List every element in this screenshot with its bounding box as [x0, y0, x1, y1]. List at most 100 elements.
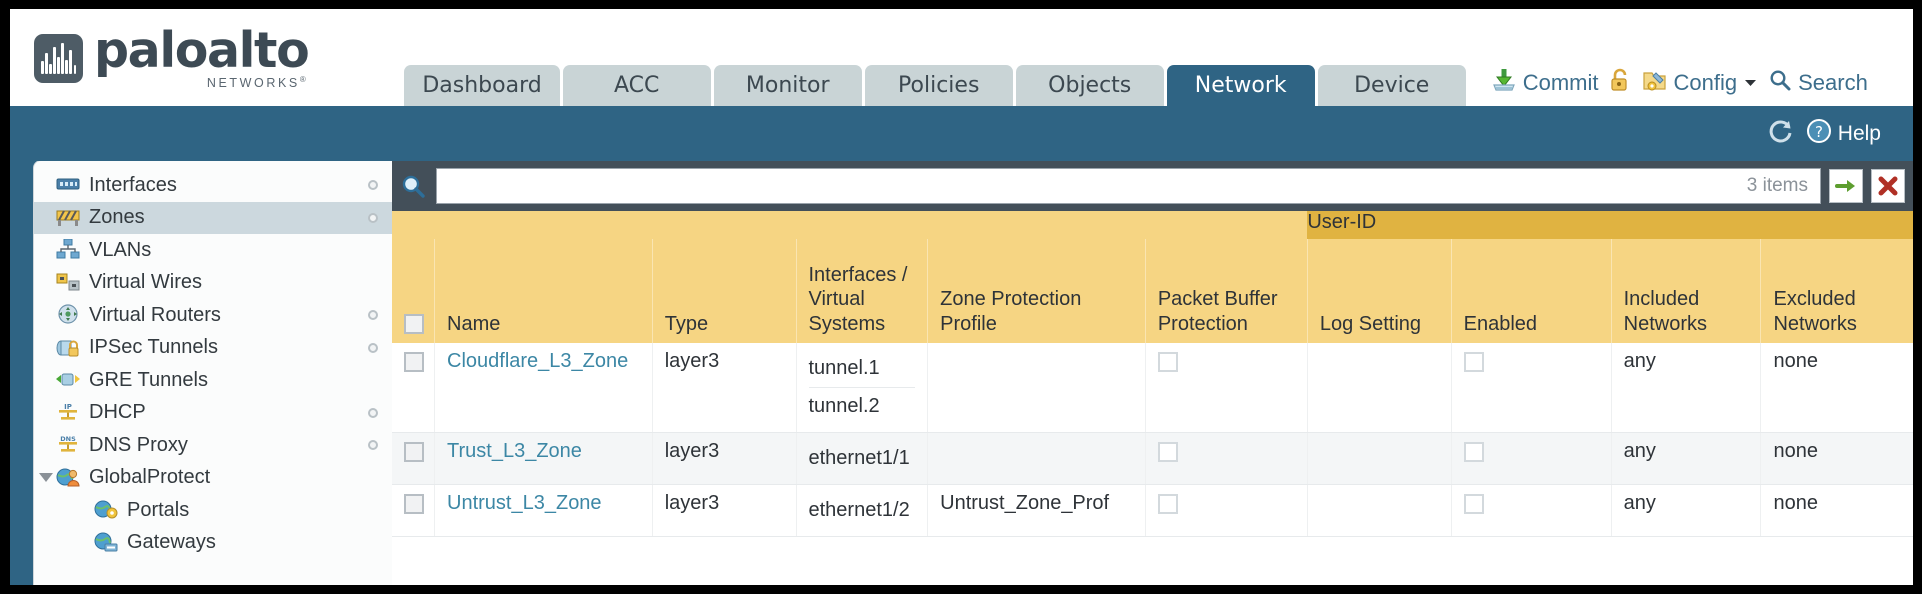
tab-policies[interactable]: Policies: [864, 65, 1013, 106]
expand-collapse-triangle-icon[interactable]: [39, 472, 53, 482]
cell-packet-buffer-protection[interactable]: [1145, 432, 1308, 485]
tab-monitor[interactable]: Monitor: [713, 65, 862, 106]
sidebar-item-virtual-wires[interactable]: Virtual Wires: [34, 267, 392, 300]
tab-acc[interactable]: ACC: [562, 65, 711, 106]
tab-device[interactable]: Device: [1317, 65, 1466, 106]
svg-text:IP: IP: [64, 403, 72, 411]
cell-packet-buffer-protection[interactable]: [1145, 343, 1308, 433]
tab-network[interactable]: Network: [1166, 65, 1315, 106]
commit-button[interactable]: Commit: [1491, 67, 1599, 99]
sidebar-item-virtual-routers[interactable]: Virtual Routers: [34, 299, 392, 332]
sidebar-item-globalprotect[interactable]: GlobalProtect: [34, 462, 392, 495]
filter-toolbar: 3 items: [392, 161, 1913, 211]
help-question-icon: ?: [1806, 118, 1832, 150]
cell-log-setting: [1307, 343, 1452, 433]
status-dot: [368, 440, 378, 450]
packet-buffer-protection-checkbox[interactable]: [1157, 441, 1178, 462]
packet-buffer-protection-checkbox[interactable]: [1157, 351, 1178, 372]
table-row[interactable]: Trust_L3_Zone layer3 ethernet1/1: [392, 432, 1913, 485]
sidebar-item-gateways[interactable]: Gateways: [34, 527, 392, 560]
sidebar-item-dhcp[interactable]: IP DHCP: [34, 397, 392, 430]
row-checkbox[interactable]: [404, 493, 424, 514]
cell-excluded-networks: none: [1760, 484, 1913, 537]
filter-search-box[interactable]: 3 items: [436, 168, 1821, 204]
config-wrench-icon: [1642, 67, 1668, 99]
row-checkbox[interactable]: [404, 441, 424, 462]
globalprotect-icon: [56, 467, 80, 489]
cell-included-networks: any: [1611, 484, 1762, 537]
interface-entry: ethernet1/1: [808, 447, 910, 469]
brand-logo[interactable]: paloalto NETWORKS®: [10, 22, 310, 106]
help-button[interactable]: ? Help: [1806, 118, 1881, 150]
refresh-icon[interactable]: [1767, 118, 1794, 150]
row-select-checkbox-cell[interactable]: [392, 432, 436, 485]
zone-name-link[interactable]: Trust_L3_Zone: [447, 440, 582, 462]
sidebar-item-label: Zones: [89, 206, 145, 229]
clear-filter-button[interactable]: [1871, 169, 1905, 203]
config-menu-button[interactable]: Config: [1642, 67, 1759, 99]
zone-name-link[interactable]: Untrust_L3_Zone: [447, 492, 602, 514]
zones-table-container: User-ID Name Type Interfaces / Virtual S…: [392, 211, 1913, 585]
zones-table-body: Cloudflare_L3_Zone layer3 tunnel.1 tunne…: [392, 343, 1913, 537]
cell-excluded-networks: none: [1760, 432, 1913, 485]
cell-zone-type: layer3: [652, 432, 797, 485]
column-header-log-setting[interactable]: Log Setting: [1307, 239, 1452, 343]
userid-enabled-checkbox[interactable]: [1463, 351, 1484, 372]
cell-packet-buffer-protection[interactable]: [1145, 484, 1308, 537]
group-header-userid: User-ID: [1307, 211, 1913, 239]
interface-entry: tunnel.1: [808, 350, 916, 388]
cell-zone-type: layer3: [652, 484, 797, 537]
packet-buffer-protection-checkbox[interactable]: [1157, 493, 1178, 514]
column-header-interfaces[interactable]: Interfaces / Virtual Systems: [796, 239, 929, 343]
filter-magnifier-icon[interactable]: [398, 173, 428, 199]
column-header-type[interactable]: Type: [652, 239, 797, 343]
cell-userid-enabled[interactable]: [1451, 484, 1612, 537]
sidebar-item-label: GlobalProtect: [89, 466, 211, 489]
cell-userid-enabled[interactable]: [1451, 343, 1612, 433]
brand-name: paloalto: [94, 22, 310, 80]
column-header-zone-protection-profile[interactable]: Zone Protection Profile: [927, 239, 1146, 343]
sidebar-item-dns-proxy[interactable]: DNS DNS Proxy: [34, 429, 392, 462]
cell-userid-enabled[interactable]: [1451, 432, 1612, 485]
row-select-checkbox-cell[interactable]: [392, 343, 436, 433]
zone-name-link[interactable]: Cloudflare_L3_Zone: [447, 350, 629, 372]
cell-zone-name[interactable]: Cloudflare_L3_Zone: [434, 343, 653, 433]
column-header-packet-buffer-protection[interactable]: Packet Buffer Protection: [1145, 239, 1308, 343]
column-header-enabled[interactable]: Enabled: [1451, 239, 1612, 343]
column-header-name[interactable]: Name: [434, 239, 653, 343]
sidebar-item-gre-tunnels[interactable]: GRE Tunnels: [34, 364, 392, 397]
cell-included-networks: any: [1611, 432, 1762, 485]
select-all-checkbox[interactable]: [404, 314, 424, 335]
column-header-included-networks[interactable]: Included Networks: [1611, 239, 1762, 343]
search-input[interactable]: [449, 175, 1737, 197]
group-header-spacer: [392, 211, 1308, 239]
column-header-excluded-networks[interactable]: Excluded Networks: [1760, 239, 1913, 343]
userid-enabled-checkbox[interactable]: [1463, 493, 1484, 514]
apply-filter-button[interactable]: [1829, 169, 1863, 203]
tab-objects[interactable]: Objects: [1015, 65, 1164, 106]
sidebar-item-interfaces[interactable]: Interfaces: [34, 169, 392, 202]
select-all-checkbox-cell[interactable]: [392, 239, 436, 343]
sidebar-item-vlans[interactable]: VLANs: [34, 234, 392, 267]
row-checkbox[interactable]: [404, 351, 424, 372]
cell-zone-name[interactable]: Trust_L3_Zone: [434, 432, 653, 485]
tab-dashboard[interactable]: Dashboard: [404, 65, 560, 106]
search-button[interactable]: Search: [1768, 68, 1868, 98]
cell-zone-name[interactable]: Untrust_L3_Zone: [434, 484, 653, 537]
status-dot: [368, 342, 378, 353]
table-row[interactable]: Cloudflare_L3_Zone layer3 tunnel.1 tunne…: [392, 343, 1913, 433]
table-row[interactable]: Untrust_L3_Zone layer3 ethernet1/2 Untru…: [392, 484, 1913, 537]
sidebar-item-zones[interactable]: Zones: [34, 201, 392, 234]
item-count-label: 3 items: [1746, 175, 1808, 196]
row-select-checkbox-cell[interactable]: [392, 484, 436, 537]
cell-zone-protection-profile: [927, 343, 1146, 433]
sidebar-item-label: IPSec Tunnels: [89, 336, 218, 359]
lock-button[interactable]: [1609, 67, 1632, 99]
status-dot: [368, 310, 378, 320]
sidebar-item-portals[interactable]: Portals: [34, 494, 392, 527]
magnifier-icon: [1768, 68, 1792, 98]
userid-enabled-checkbox[interactable]: [1463, 441, 1484, 462]
sidebar-item-ipsec-tunnels[interactable]: IPSec Tunnels: [34, 332, 392, 365]
table-group-header-row: User-ID: [392, 211, 1913, 239]
